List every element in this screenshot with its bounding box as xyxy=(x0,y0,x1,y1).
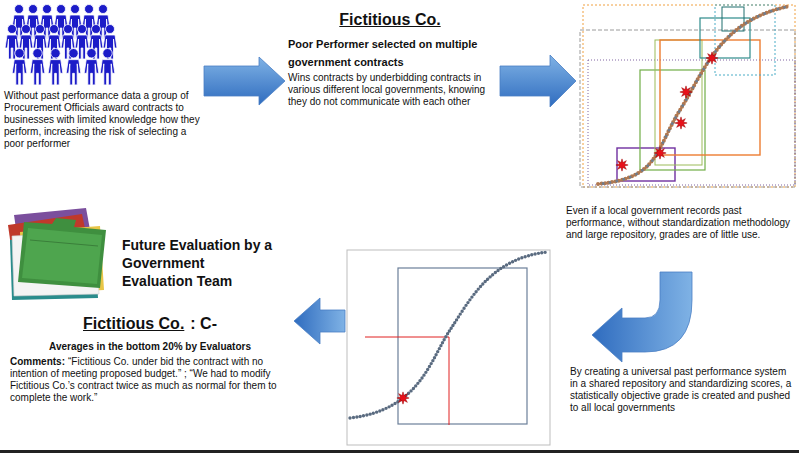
node-text: Poor Performer selected on multiple gove… xyxy=(288,38,478,68)
text-row: Fictitious Co. xyxy=(288,10,492,30)
curved-arrow xyxy=(592,272,692,362)
node-text: Wins contracts by underbidding contracts… xyxy=(288,72,485,107)
node-text: Without past performance data a group of… xyxy=(4,90,200,149)
block-arrow xyxy=(500,55,576,107)
node-text: Even if a local government records past … xyxy=(566,205,790,240)
note-text: By creating a universal past performance… xyxy=(570,366,792,414)
node-text: Future Evaluation by a Government Evalua… xyxy=(122,237,272,289)
text-row: Fictitious Co. : C- xyxy=(10,314,290,334)
block-arrow xyxy=(204,57,285,105)
note-text: Even if a local government records past … xyxy=(566,205,791,241)
bottom-bar xyxy=(0,450,799,453)
scatter-chart-local xyxy=(580,5,795,187)
text-row: Future Evaluation by a Government Evalua… xyxy=(122,236,277,290)
officials-group: Without past performance data a group of… xyxy=(4,4,202,190)
node-text: Comments: xyxy=(10,356,65,367)
text-row: Comments:“Fictitious Co. under bid the c… xyxy=(10,356,290,404)
evaluation-result: Fictitious Co. : C- Averages in the bottom… xyxy=(10,314,290,404)
node-text: Fictitious Co. xyxy=(339,11,440,28)
text-row: By creating a universal past performance… xyxy=(570,366,792,414)
company-selection: Fictitious Co. Poor Performer selected on… xyxy=(288,10,492,108)
node-text: Fictitious Co. xyxy=(83,315,184,332)
text-row: Poor Performer selected on multiple gove… xyxy=(288,34,492,70)
node-text: By creating a universal past performance… xyxy=(570,366,791,413)
text-row: Averages in the bottom 20% by Evaluators xyxy=(10,336,290,354)
folders-icon xyxy=(8,208,106,300)
scatter-chart-standardized xyxy=(347,250,550,445)
text-row: Without past performance data a group of… xyxy=(4,90,202,150)
text-row: Even if a local government records past … xyxy=(566,205,791,241)
block-arrow xyxy=(294,298,345,344)
evaluation-heading: Future Evaluation by a Government Evalua… xyxy=(122,236,277,290)
node-text: Averages in the bottom 20% by Evaluators xyxy=(49,341,251,352)
node-text: : C- xyxy=(190,315,217,332)
text-row: Wins contracts by underbidding contracts… xyxy=(288,72,492,108)
people-icon xyxy=(5,5,117,85)
